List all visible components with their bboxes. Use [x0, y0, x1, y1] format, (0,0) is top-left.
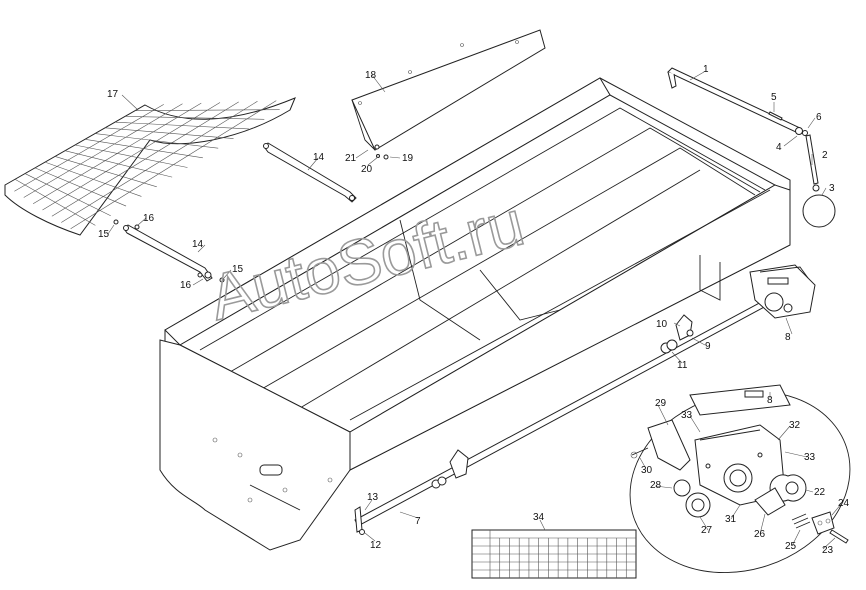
callout-30: 30 — [641, 465, 653, 476]
callout-16-lower: 16 — [180, 280, 192, 291]
leader-lines — [107, 71, 843, 550]
callout-1: 1 — [703, 64, 709, 75]
callout-33-upper: 33 — [681, 410, 693, 421]
callout-32: 32 — [789, 420, 801, 431]
callout-10: 10 — [656, 319, 668, 330]
mesh-line — [14, 104, 164, 192]
callout-29: 29 — [655, 398, 667, 409]
hopper-body — [159, 77, 791, 551]
mesh-line — [32, 102, 202, 205]
callout-33-right: 33 — [804, 452, 816, 463]
mesh-line — [42, 102, 221, 211]
callout-6: 6 — [816, 112, 822, 123]
callout-20: 20 — [361, 164, 373, 175]
spec-table-part-34 — [471, 529, 637, 579]
callout-19: 19 — [402, 153, 414, 164]
cover-plate-part-18 — [351, 29, 546, 160]
callout-16-upper: 16 — [143, 213, 155, 224]
bar-part-14-upper — [263, 142, 357, 203]
callout-9: 9 — [705, 341, 711, 352]
mesh-screen-part-17 — [4, 97, 296, 236]
callout-11: 11 — [677, 360, 688, 371]
callout-28: 28 — [650, 480, 662, 491]
callout-17: 17 — [107, 89, 119, 100]
callout-26: 26 — [754, 529, 766, 540]
gearbox-part-8-installed — [749, 264, 816, 319]
mesh-line — [70, 100, 277, 230]
callout-25: 25 — [785, 541, 797, 552]
shaft-part-7 — [354, 299, 769, 535]
mesh-line — [51, 101, 239, 217]
linkage-parts-1-6 — [667, 67, 836, 228]
mesh-line — [23, 103, 183, 198]
callout-8-installed: 8 — [785, 332, 791, 343]
callout-8-detail: 8 — [767, 395, 773, 406]
callout-15-left: 15 — [98, 229, 110, 240]
callout-15-right: 15 — [232, 264, 244, 275]
callout-23: 23 — [822, 545, 834, 556]
callout-13: 13 — [367, 492, 379, 503]
callout-labels: 1 2 3 4 5 6 7 8 8 9 10 11 12 13 14 14 15… — [98, 64, 850, 556]
callout-5: 5 — [771, 92, 777, 103]
callout-22: 22 — [814, 487, 826, 498]
mesh-line — [61, 100, 258, 223]
callout-14-upper: 14 — [313, 152, 325, 163]
callout-7: 7 — [415, 516, 421, 527]
callout-14-lower: 14 — [192, 239, 204, 250]
callout-34: 34 — [533, 512, 545, 523]
callout-31: 31 — [725, 514, 737, 525]
callout-21: 21 — [345, 153, 357, 164]
callout-4: 4 — [776, 142, 782, 153]
gearbox-detail-view — [629, 384, 851, 574]
callout-24: 24 — [838, 498, 850, 509]
callout-18: 18 — [365, 70, 377, 81]
callout-2: 2 — [822, 150, 828, 161]
bar-part-14-lower — [113, 219, 225, 283]
callout-12: 12 — [370, 540, 382, 551]
callout-3: 3 — [829, 183, 835, 194]
callout-27: 27 — [701, 525, 713, 536]
